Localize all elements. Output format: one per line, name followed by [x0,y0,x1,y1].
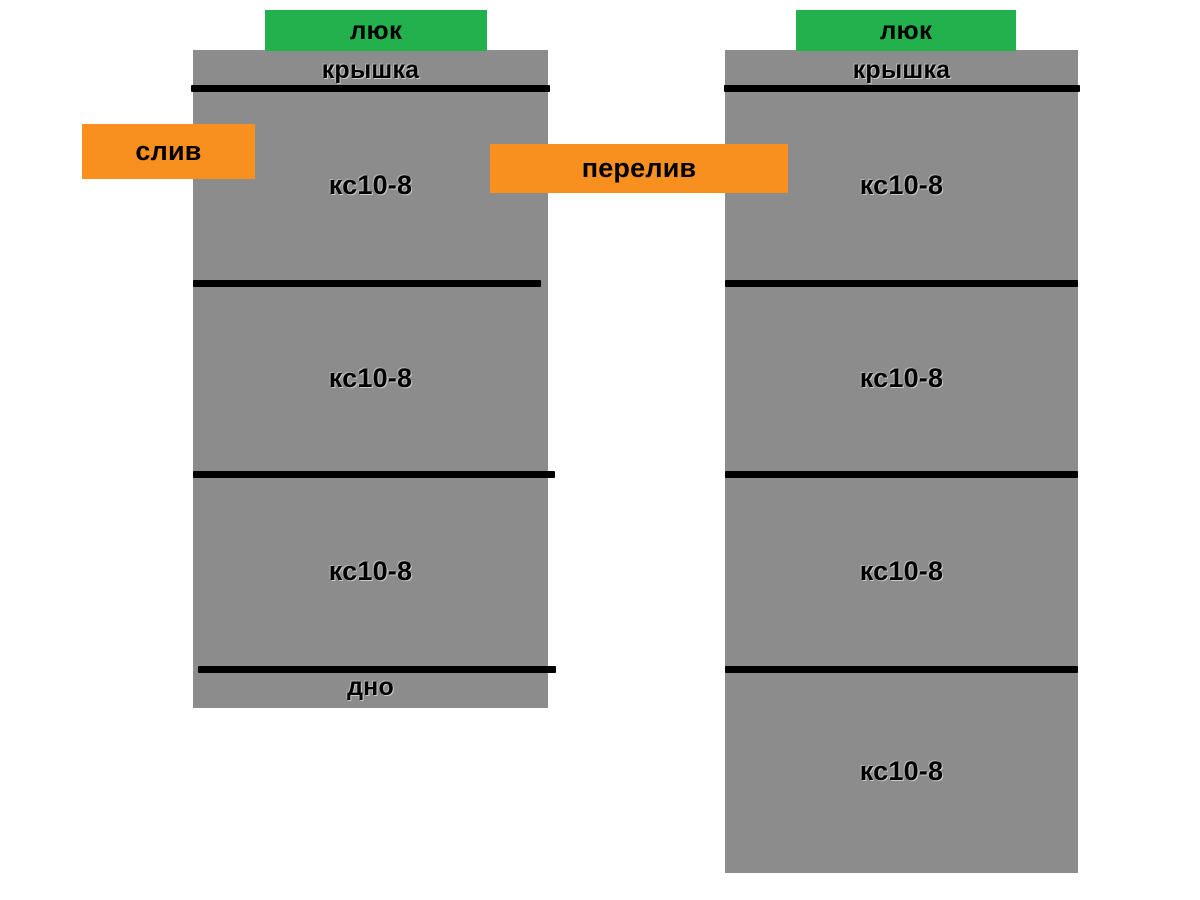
tank-left-lid: крышка [193,50,548,88]
pipe-drain: слив [82,124,255,179]
hatch-left-label: люк [349,15,403,45]
tank-right-lid-divider [724,85,1080,92]
tank-right-ring-divider-3 [725,666,1078,673]
tank-left-lid-label: крышка [321,56,420,84]
tank-right-ring-3-label: кс10-8 [859,556,944,586]
tank-left-lid-divider [191,85,550,92]
tank-right-ring-3: кс10-8 [725,474,1078,669]
tank-right-ring-1: кс10-8 [725,88,1078,283]
pipe-drain-label: слив [135,136,202,166]
tank-left-bottom-divider [198,666,556,673]
tank-left-ring-1: кс10-8 [193,88,548,283]
hatch-left: люк [265,10,487,51]
hatch-right-label: люк [879,15,933,45]
tank-right-ring-2-label: кс10-8 [859,363,944,393]
tank-right-ring-divider-1 [725,280,1078,287]
tank-right-ring-4: кс10-8 [725,669,1078,873]
tank-right-ring-1-label: кс10-8 [859,170,944,200]
hatch-right: люк [796,10,1016,51]
tank-left-ring-1-label: кс10-8 [328,170,413,200]
tank-right-lid-label: крышка [852,56,951,84]
tank-right-lid: крышка [725,50,1078,88]
tank-left-ring-2: кс10-8 [193,283,548,474]
tank-left-bottom: дно [193,669,548,708]
tank-left-ring-3-label: кс10-8 [328,556,413,586]
tank-left-ring-divider-2 [193,471,555,478]
tank-right-ring-2: кс10-8 [725,283,1078,474]
tank-right-ring-4-label: кс10-8 [859,755,944,786]
tank-left-ring-divider-1 [193,280,541,287]
tank-left-ring-2-label: кс10-8 [328,363,413,393]
tank-left-ring-3: кс10-8 [193,474,548,669]
tank-right-ring-divider-2 [725,471,1078,478]
pipe-overflow: перелив [490,144,788,193]
pipe-overflow-label: перелив [581,153,697,183]
tank-left-bottom-label: дно [347,673,394,701]
